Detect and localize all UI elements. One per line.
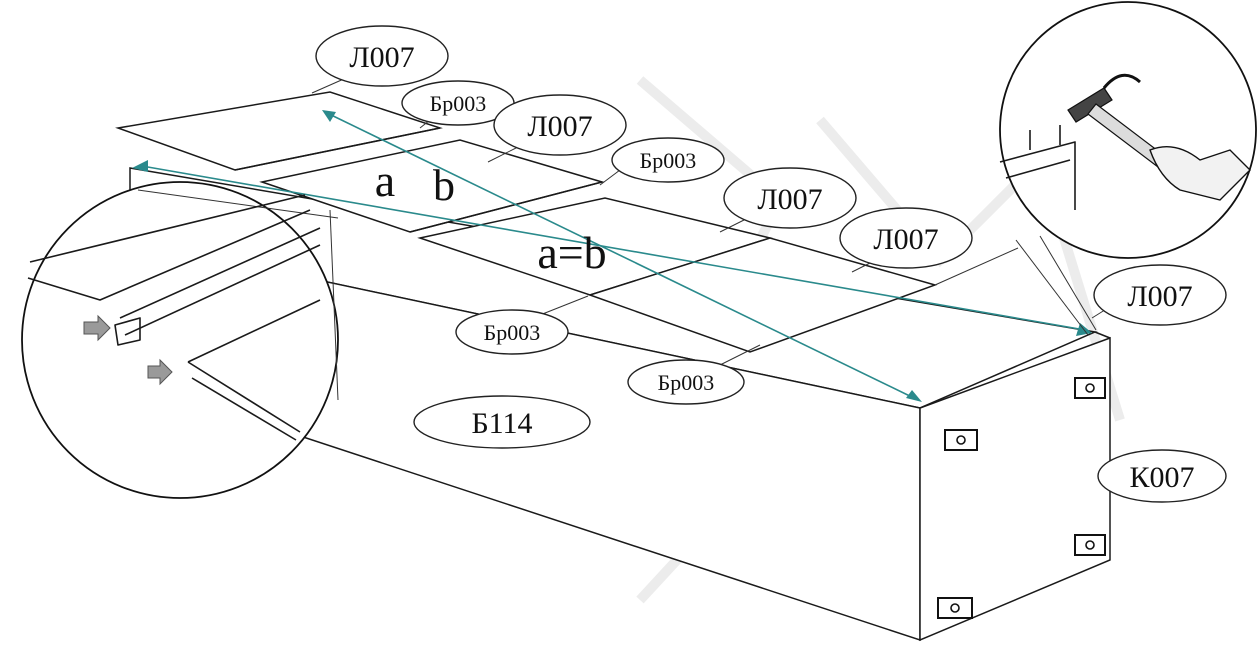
label-sheet-5: Л007: [1127, 280, 1192, 313]
callout-sheet-3: Л007: [719, 167, 857, 233]
callout-bar-2: Бр003: [599, 137, 725, 186]
dimension-equality: a=b: [537, 227, 606, 278]
callout-sheet-2: Л007: [487, 94, 627, 163]
block-end-face: [919, 336, 1111, 642]
dimension-a: a: [375, 155, 395, 206]
label-sheet-2: Л007: [527, 110, 592, 143]
label-bar-1: Бр003: [430, 91, 487, 116]
label-end-cap: К007: [1129, 461, 1194, 494]
fitting-icon: [1074, 534, 1106, 556]
callout-sheet-4: Л007: [839, 207, 973, 273]
label-bar-4: Бр003: [658, 370, 715, 395]
callout-end-cap: К007: [1097, 449, 1227, 503]
callout-sheet-5: Л007: [1091, 264, 1227, 326]
label-block: Б114: [471, 407, 532, 440]
sheets: [115, 91, 1019, 353]
dimension-b: b: [433, 161, 455, 210]
pointer-arrow-icon: [83, 314, 111, 342]
callout-bar-4: Бр003: [627, 344, 761, 405]
callout-bar-3: Бр003: [455, 295, 589, 355]
fitting-icon: [1074, 377, 1106, 399]
magnifier-circle-icon: [21, 181, 339, 499]
label-sheet-1: Л007: [349, 41, 414, 74]
fitting-icon: [944, 429, 978, 451]
label-sheet-3: Л007: [757, 183, 822, 216]
label-bar-2: Бр003: [640, 148, 697, 173]
measure-lines: [132, 110, 1092, 402]
callouts: Л007 Бр003 Л007 Бр003 Л007 Л007: [311, 25, 1227, 503]
callout-sheet-1: Л007: [311, 25, 449, 94]
hammer-detail: [999, 1, 1257, 336]
hammer-icon: [1067, 73, 1171, 171]
label-bar-3: Бр003: [484, 320, 541, 345]
callout-bar-1: Бр003: [401, 80, 515, 129]
end-fittings: [937, 377, 1106, 619]
callout-block: Б114: [413, 395, 591, 449]
nail-icon: [1029, 125, 1061, 150]
pointer-arrow-icon: [147, 358, 173, 386]
fitting-icon: [937, 597, 973, 619]
hand-icon: [1149, 146, 1251, 201]
label-sheet-4: Л007: [873, 223, 938, 256]
